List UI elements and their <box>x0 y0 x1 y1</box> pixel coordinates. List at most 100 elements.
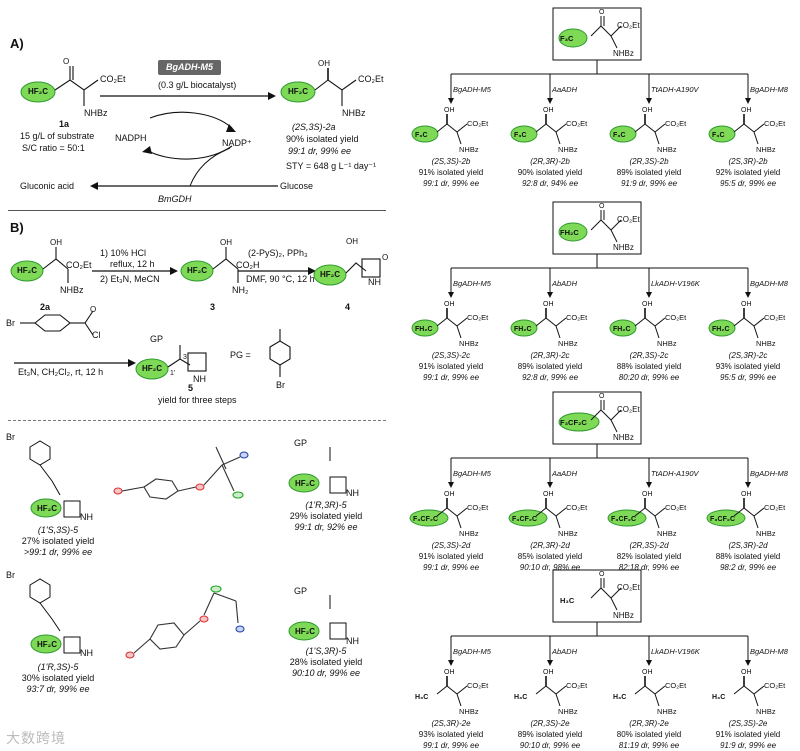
tree-4-entry-1-sel: 99:1 dr, 99% ee <box>422 741 480 750</box>
tree-3-entry-2-enzyme: AaADH <box>552 469 578 478</box>
section-a-scheme <box>20 66 357 190</box>
tree-2-substrate-amide: NHBz <box>613 243 634 252</box>
tree-3-entry-1-sel: 99:1 dr, 99% ee <box>422 563 480 572</box>
tree-3-lines <box>409 391 765 529</box>
substrate-conc: 15 g/L of substrate <box>20 131 95 141</box>
product-highlight <box>280 81 316 103</box>
tree-2-entry-1-oh: OH <box>444 301 455 308</box>
tree-2-entry-4-enzyme: BgADH-M8 <box>750 279 788 288</box>
tree-2-entry-2-yield: 89% isolated yield <box>517 362 583 371</box>
iso1-nh: NH <box>80 512 93 522</box>
tree-3-entry-2-amide: NHBz <box>558 529 578 538</box>
tree-1-entry-2-group: F₃C <box>514 132 527 139</box>
tree-1-entry-2-sel: 92:8 dr, 94% ee <box>521 179 579 188</box>
tree-3-entry-2-oh: OH <box>543 491 554 498</box>
product-ester: CO₂Et <box>358 74 384 84</box>
tree-2-entry-2-ester: CO₂Et <box>566 313 588 322</box>
tree-3-entry-3-group: F₃CF₂C <box>611 516 637 523</box>
tree-1-entry-2-enzyme: AaADH <box>552 85 578 94</box>
c4-nh: NH <box>368 277 381 287</box>
tree-2-entry-4-group: FH₂C <box>712 326 730 333</box>
tree-4-entry-1-group: H₃C <box>415 694 429 701</box>
c5-pos1: 1' <box>170 370 176 377</box>
product-group-highlight <box>510 319 538 337</box>
tree-2-entry-1-group: FH₂C <box>415 326 433 333</box>
substrate-amide: NHBz <box>84 108 108 118</box>
tree-2-entry-3-amide: NHBz <box>657 339 677 348</box>
xray-2 <box>125 585 245 659</box>
tree-4-entry-4-name: (2S,3S)-2e <box>728 719 768 728</box>
dashed-divider <box>8 420 386 421</box>
tree-3-entry-3-amide: NHBz <box>657 529 677 538</box>
product-group-highlight <box>706 509 746 527</box>
tree-1-entry-4-enzyme: BgADH-M8 <box>750 85 788 94</box>
section-b-scheme <box>10 247 381 380</box>
c5-group: HF₂C <box>142 364 162 373</box>
tree-2-entry-3-ester: CO₂Et <box>665 313 687 322</box>
c3-code: 3 <box>210 302 216 312</box>
iso3-group: HF₂C <box>37 640 57 649</box>
tree-4-entry-3-sel: 81:19 dr, 99% ee <box>618 741 680 750</box>
tree-1-entry-1-oh: OH <box>444 107 455 114</box>
sc-ratio: S/C ratio = 50:1 <box>22 143 85 153</box>
xray-1 <box>113 446 249 500</box>
tree-4-entry-3-amide: NHBz <box>657 707 677 716</box>
tree-2-entry-2-oh: OH <box>543 301 554 308</box>
tree-3-entry-2-sel: 90:10 dr, 98% ee <box>519 563 581 572</box>
tree-3-entry-3-yield: 82% isolated yield <box>616 552 682 561</box>
tree-4-entry-2-sel: 90:10 dr, 99% ee <box>519 741 581 750</box>
tree-4-entry-4-yield: 91% isolated yield <box>715 730 781 739</box>
tree-3-entry-1-group: F₃CF₂C <box>413 516 439 523</box>
substrate-highlight <box>20 81 56 103</box>
tree-2-entry-2-name: (2R,3R)-2c <box>530 351 570 360</box>
isomer-3-sel: 93:7 dr, 99% ee <box>26 684 90 694</box>
section-a-label: A) <box>10 36 24 51</box>
tree-3-substrate-group: F₃CF₂C <box>560 418 587 427</box>
c3-oh: OH <box>220 238 232 247</box>
tree-3-substrate-amide: NHBz <box>613 433 634 442</box>
tree-1-entry-4-group: F₃C <box>712 132 725 139</box>
c3-acid: CO₂H <box>236 260 260 270</box>
bzcl-o: O <box>90 305 97 314</box>
tree-4-entry-3-name: (2R,3R)-2e <box>629 719 669 728</box>
tree-3-entry-3-name: (2R,3S)-2d <box>629 541 669 550</box>
product-group-highlight <box>411 319 439 337</box>
isomer-structures <box>29 440 347 659</box>
tree-4-entry-4-ester: CO₂Et <box>764 681 786 690</box>
tree-4-entry-2-amide: NHBz <box>558 707 578 716</box>
tree-1-entry-2-ester: CO₂Et <box>566 119 588 128</box>
tree-2-entry-3-name: (2R,3S)-2c <box>629 351 669 360</box>
tree-2-entry-4-yield: 93% isolated yield <box>715 362 781 371</box>
tree-2-entry-1-sel: 99:1 dr, 99% ee <box>422 373 480 382</box>
tree-4-entry-1-oh: OH <box>444 669 455 676</box>
tree-4-lines <box>436 569 765 707</box>
tree-3-entry-2-yield: 85% isolated yield <box>517 552 583 561</box>
substrate-o: O <box>63 57 70 66</box>
tree-1-entry-3-group: F₃C <box>613 132 626 139</box>
tree-1-lines <box>411 7 765 145</box>
tree-4-substrate-ester: CO₂Et <box>617 583 640 592</box>
isomer-2-yield: 29% isolated yield <box>289 511 363 521</box>
tree-4-entry-4-oh: OH <box>741 669 752 676</box>
tree-2-entry-3-oh: OH <box>642 301 653 308</box>
tree-2-entry-3-group: FH₂C <box>613 326 631 333</box>
yield-three-steps: yield for three steps <box>158 395 237 405</box>
bzcl-br: Br <box>6 318 15 328</box>
step1-reagent: 1) 10% HCl <box>100 248 147 258</box>
product-group-highlight <box>409 509 449 527</box>
tree-4-entry-1-ester: CO₂Et <box>467 681 489 690</box>
tree-3-entry-4-yield: 88% isolated yield <box>715 552 781 561</box>
tree-4-entry-1-name: (2S,3R)-2e <box>431 719 471 728</box>
tree-1-entry-3-enzyme: TtADH-A190V <box>651 85 699 94</box>
tree-3-entry-1-amide: NHBz <box>459 529 479 538</box>
tree-1-substrate-amide: NHBz <box>613 49 634 58</box>
tree-3-entry-1-name: (2S,3S)-2d <box>431 541 471 550</box>
c3-group: HF₂C <box>187 266 207 275</box>
c4-code: 4 <box>345 302 351 312</box>
tree-4-substrate-group: H₃C <box>560 596 575 605</box>
tree-2-substrate-o: O <box>599 203 605 210</box>
tree-1-entry-2-amide: NHBz <box>558 145 578 154</box>
tree-4-entry-4-enzyme: BgADH-M8 <box>750 647 788 656</box>
pg-definition: PG = <box>230 350 251 360</box>
